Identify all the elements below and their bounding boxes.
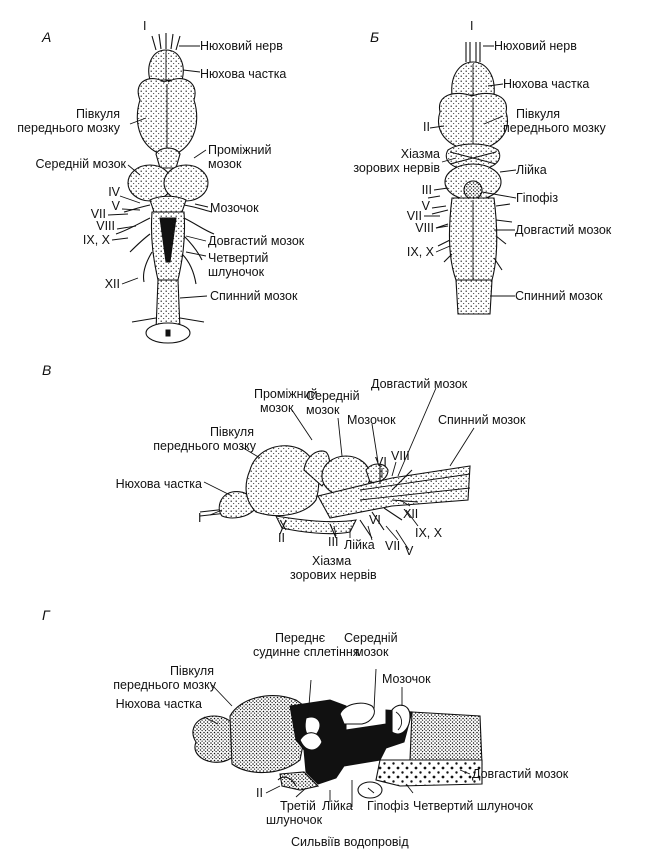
panel-a-label-olfactory-nerve: Нюховий нерв xyxy=(200,39,283,53)
panel-d-label-olfactory-lobe: Нюхова частка xyxy=(116,697,202,711)
panel-d: Г Переднє xyxy=(42,607,569,849)
panel-a: А I xyxy=(17,19,305,344)
panel-d-label-hemisphere-2: переднього мозку xyxy=(113,678,216,692)
panel-a-letter: А xyxy=(41,29,51,45)
panel-b-label-hemisphere-2: переднього мозку xyxy=(503,121,606,135)
panel-b-letter: Б xyxy=(370,29,379,45)
panel-d-label-midbrain-1: Середній xyxy=(344,631,398,645)
panel-c-nerve-ix-x: IX, X xyxy=(415,526,443,540)
panel-a-label-spinal-cord: Спинний мозок xyxy=(210,289,298,303)
panel-c-brain-drawing xyxy=(199,445,471,539)
panel-b-nerve-iii: III xyxy=(422,183,432,197)
panel-a-nerve-xii: XII xyxy=(105,277,120,291)
panel-c-nerve-v: V xyxy=(405,544,414,558)
panel-d-label-third-ventricle-1: Третій xyxy=(280,799,316,813)
panel-b-nerve-viii: VIII xyxy=(415,221,434,235)
panel-d-label-infundibulum: Лійка xyxy=(322,799,353,813)
panel-a-label-fourth-ventricle-2: шлуночок xyxy=(208,265,265,279)
panel-a-label-diencephalon-2: мозок xyxy=(208,157,242,171)
panel-a-label-midbrain: Середній мозок xyxy=(36,157,127,171)
panel-c-nerve-xii: XII xyxy=(403,507,418,521)
panel-c-label-cerebellum: Мозочок xyxy=(347,413,396,427)
panel-b-brain-drawing xyxy=(427,42,513,315)
panel-c-nerve-vii: VII xyxy=(385,539,400,553)
panel-c-nerve-i: I xyxy=(198,511,201,525)
panel-d-letter: Г xyxy=(42,607,51,623)
panel-d-label-cerebellum: Мозочок xyxy=(382,672,431,686)
panel-a-roman-i: I xyxy=(143,19,146,33)
panel-c-nerve-iii: III xyxy=(328,535,338,549)
panel-a-label-olfactory-lobe: Нюхова частка xyxy=(200,67,286,81)
panel-c-label-chiasm-2: зорових нервів xyxy=(290,568,377,582)
panel-c-nerve-vi-top: VI xyxy=(375,455,387,469)
panel-d-label-hemisphere-1: Півкуля xyxy=(170,664,214,678)
panel-a-label-fourth-ventricle-1: Четвертий xyxy=(208,251,268,265)
panel-d-label-sylvian-aqueduct: Сильвіїв водопровід xyxy=(291,835,409,849)
panel-a-label-medulla: Довгастий мозок xyxy=(208,234,305,248)
panel-d-brain-drawing xyxy=(192,695,483,799)
panel-d-label-pituitary: Гіпофіз xyxy=(367,799,409,813)
panel-d-label-medulla: Довгастий мозок xyxy=(472,767,569,781)
panel-d-label-fourth-ventricle: Четвертий шлуночок xyxy=(413,799,534,813)
panel-b-label-medulla: Довгастий мозок xyxy=(515,223,612,237)
panel-a-label-hemisphere-1: Півкуля xyxy=(76,107,120,121)
panel-c-label-diencephalon-1: Проміжний xyxy=(254,387,318,401)
panel-a-nerve-v: V xyxy=(112,199,121,213)
panel-b-label-pituitary: Гіпофіз xyxy=(516,191,558,205)
panel-b-nerve-ii: II xyxy=(423,120,430,134)
panel-b-label-chiasm-2: зорових нервів xyxy=(353,161,440,175)
panel-b-label-spinal-cord: Спинний мозок xyxy=(515,289,603,303)
panel-a-label-cerebellum: Мозочок xyxy=(210,201,259,215)
panel-b-label-chiasm-1: Хіазма xyxy=(401,147,440,161)
panel-d-nerve-ii: II xyxy=(256,786,263,800)
panel-c-nerve-viii: VIII xyxy=(391,449,410,463)
panel-c-label-spinal-cord: Спинний мозок xyxy=(438,413,526,427)
panel-a-nerve-ix-x: IX, X xyxy=(83,233,111,247)
panel-d-label-third-ventricle-2: шлуночок xyxy=(266,813,323,827)
panel-c-label-chiasm-1: Хіазма xyxy=(312,554,351,568)
panel-c-letter: В xyxy=(42,362,51,378)
panel-d-label-choroid-2: судинне сплетіння xyxy=(253,645,360,659)
panel-b-label-olfactory-nerve: Нюховий нерв xyxy=(494,39,577,53)
panel-a-nerve-viii: VIII xyxy=(96,219,115,233)
panel-a-label-hemisphere-2: переднього мозку xyxy=(17,121,120,135)
panel-a-nerve-vii: VII xyxy=(91,207,106,221)
panel-a-nerve-iv: IV xyxy=(108,185,120,199)
panel-b-nerve-v: V xyxy=(422,199,431,213)
panel-c-label-hemisphere-1: Півкуля xyxy=(210,425,254,439)
panel-c-label-medulla: Довгастий мозок xyxy=(371,377,468,391)
panel-a-brain-drawing xyxy=(115,33,215,344)
panel-d-label-choroid-1: Переднє xyxy=(275,631,326,645)
panel-c-label-olfactory-lobe: Нюхова частка xyxy=(116,477,202,491)
panel-b-label-olfactory-lobe: Нюхова частка xyxy=(503,77,589,91)
panel-b-nerve-ix-x: IX, X xyxy=(407,245,435,259)
panel-b-nerve-vii: VII xyxy=(407,209,422,223)
panel-b-label-infundibulum: Лійка xyxy=(516,163,547,177)
panel-c-label-infundibulum: Лійка xyxy=(344,538,375,552)
panel-b-label-hemisphere-1: Півкуля xyxy=(516,107,560,121)
panel-c-label-hemisphere-2: переднього мозку xyxy=(153,439,256,453)
panel-c-label-midbrain-2: мозок xyxy=(306,403,340,417)
panel-c: В Проміжний мозок Середній мозок Дов xyxy=(42,362,526,582)
panel-b: Б I Нюховий нерв Нюхова частка Півкуля xyxy=(353,19,612,315)
panel-c-label-midbrain-1: Середній xyxy=(306,389,360,403)
panel-c-label-diencephalon-2: мозок xyxy=(260,401,294,415)
panel-c-nerve-vi-bottom: VI xyxy=(369,513,381,527)
panel-b-roman-i: I xyxy=(470,19,473,33)
panel-a-label-diencephalon-1: Проміжний xyxy=(208,143,272,157)
panel-d-label-midbrain-2: мозок xyxy=(355,645,389,659)
panel-c-nerve-ii: II xyxy=(278,531,285,545)
